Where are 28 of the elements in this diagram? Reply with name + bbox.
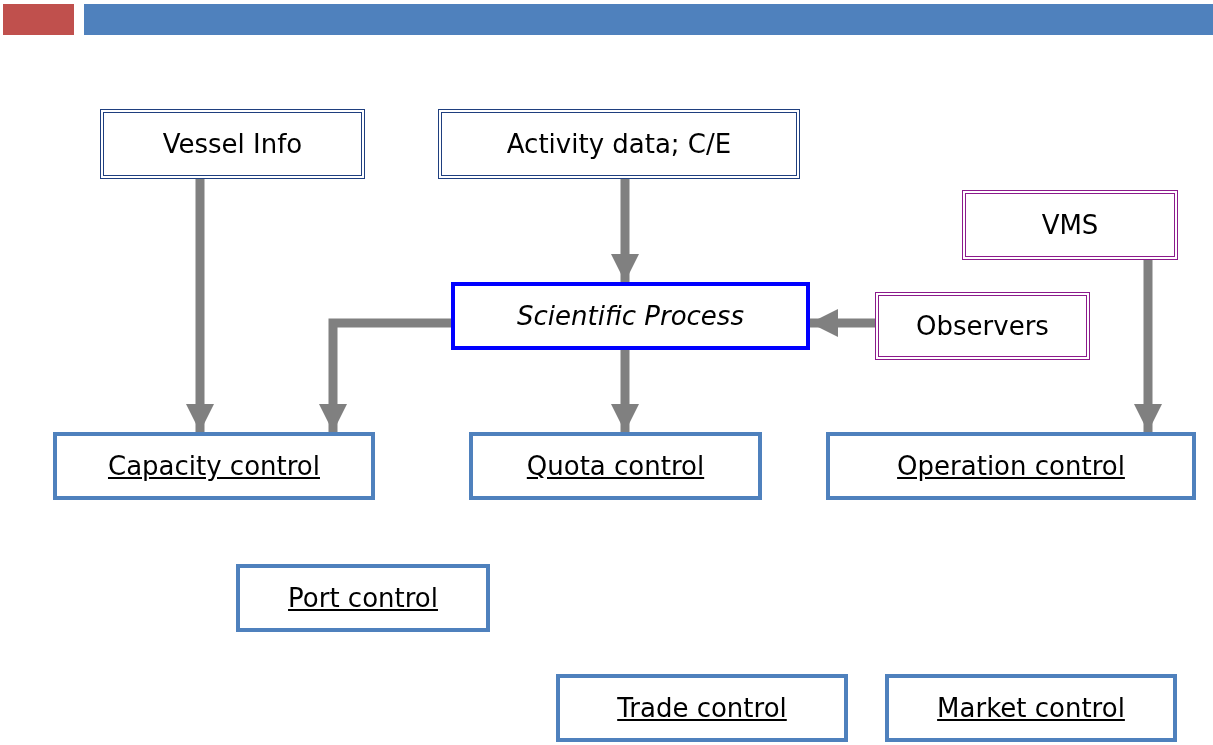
box-label: Observers bbox=[916, 311, 1049, 341]
control-label: Quota control bbox=[526, 451, 705, 481]
arrow bbox=[810, 309, 875, 337]
control-box bbox=[53, 432, 375, 500]
control-box bbox=[236, 564, 490, 632]
control-label: Capacity control bbox=[108, 451, 320, 481]
box-label: Scientific Process bbox=[517, 301, 744, 331]
control-box bbox=[826, 432, 1196, 500]
control-label: Operation control bbox=[897, 451, 1125, 481]
control-box bbox=[885, 674, 1177, 742]
box-label: Activity data; C/E bbox=[506, 129, 732, 159]
control-label: Market control bbox=[937, 693, 1125, 723]
control-label: Port control bbox=[288, 583, 438, 613]
arrow bbox=[611, 179, 639, 282]
data-source-box bbox=[962, 190, 1178, 260]
data-source-box bbox=[875, 292, 1090, 360]
data-source-box bbox=[100, 109, 365, 179]
control-box bbox=[469, 432, 762, 500]
control-label: Trade control bbox=[617, 693, 787, 723]
process-box bbox=[451, 282, 810, 350]
arrow bbox=[611, 350, 639, 432]
box-label: Vessel Info bbox=[162, 129, 303, 159]
box-label: VMS bbox=[1041, 210, 1099, 240]
arrow bbox=[1134, 260, 1162, 432]
arrow bbox=[319, 318, 451, 432]
data-source-box bbox=[438, 109, 800, 179]
control-box bbox=[556, 674, 848, 742]
arrow bbox=[186, 179, 214, 432]
